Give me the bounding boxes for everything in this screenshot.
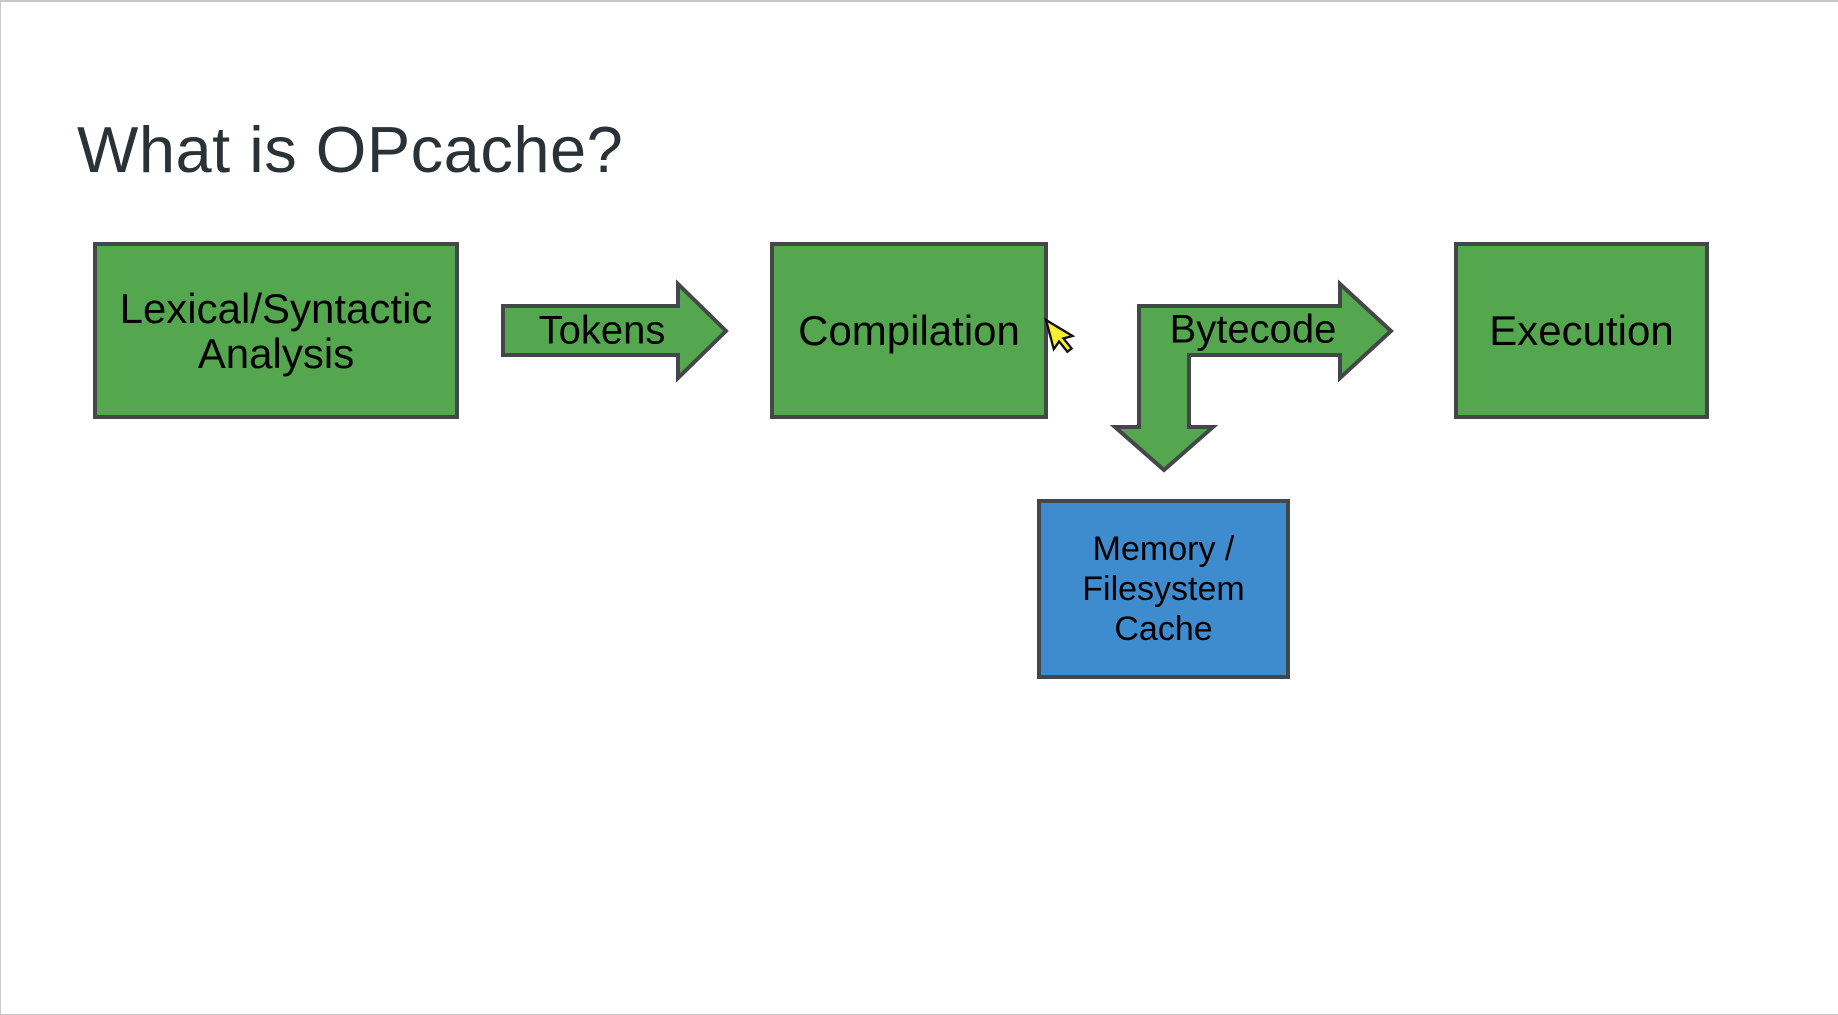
flow-box-label: Memory / Filesystem Cache bbox=[1082, 530, 1245, 648]
bytecode-arrow-label: Bytecode bbox=[1169, 307, 1337, 352]
bytecode-elbow-arrow-shape bbox=[1109, 279, 1394, 473]
slide-title: What is OPcache? bbox=[77, 113, 624, 186]
flow-box-compilation: Compilation bbox=[770, 242, 1048, 419]
flow-box-execution: Execution bbox=[1454, 242, 1709, 419]
flow-box-lexical-syntactic-analysis: Lexical/Syntactic Analysis bbox=[93, 242, 459, 419]
flow-box-label: Compilation bbox=[798, 307, 1020, 354]
flow-box-memory-filesystem-cache: Memory / Filesystem Cache bbox=[1037, 499, 1290, 679]
flow-box-label: Execution bbox=[1489, 307, 1674, 354]
tokens-arrow-shape bbox=[501, 279, 729, 383]
tokens-arrow-label: Tokens bbox=[538, 308, 666, 353]
flow-box-label: Lexical/Syntactic Analysis bbox=[119, 284, 433, 377]
